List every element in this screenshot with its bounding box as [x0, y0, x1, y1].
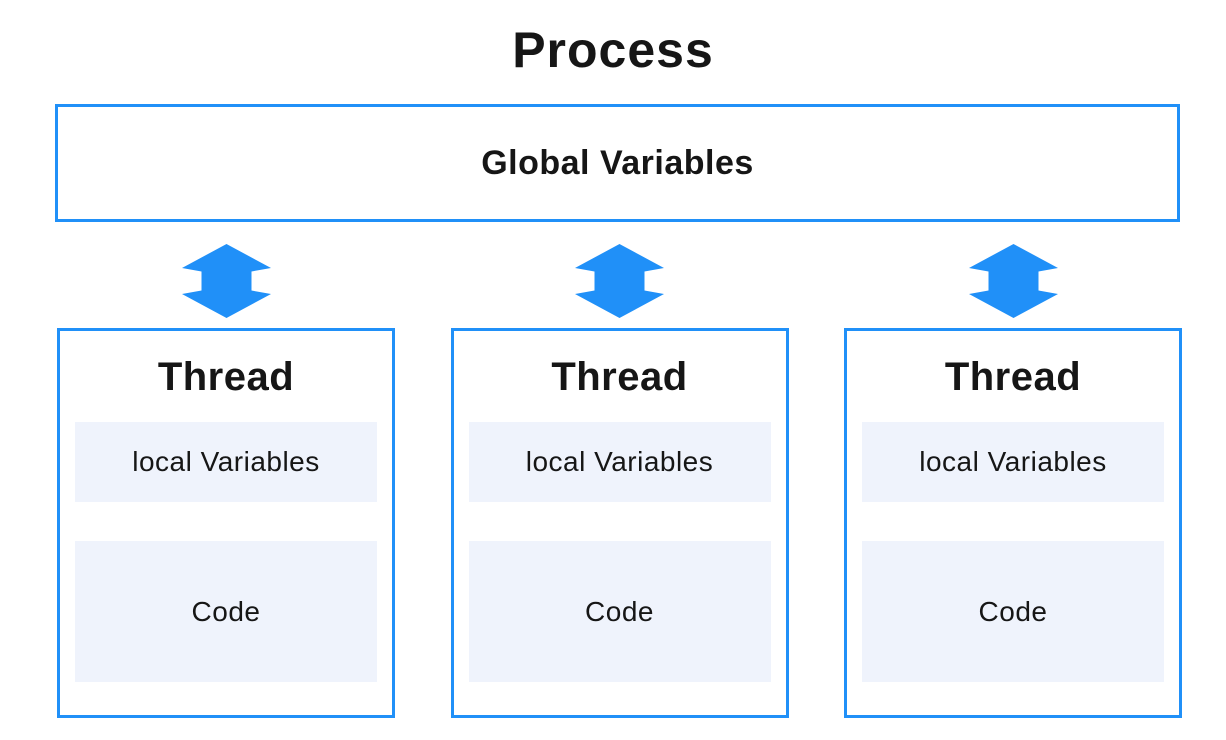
double-vertical-arrow-icon: [181, 244, 271, 318]
code-panel: Code: [468, 541, 771, 682]
code-panel: Code: [75, 541, 377, 682]
code-label: Code: [978, 595, 1048, 627]
double-vertical-arrow-icon: [575, 244, 664, 318]
thread-title: Thread: [551, 355, 688, 399]
arrow-cell: [844, 244, 1182, 318]
local-variables-panel: local Variables: [468, 422, 771, 502]
global-variables-box: Global Variables: [55, 104, 1180, 222]
code-label: Code: [585, 595, 654, 627]
thread-card: Thread local Variables Code: [57, 328, 395, 718]
threads-row: Thread local Variables Code Thread local…: [57, 328, 1182, 718]
code-panel: Code: [862, 541, 1164, 682]
page-title: Process: [512, 22, 714, 78]
arrows-row: [57, 244, 1182, 318]
double-vertical-arrow-icon: [968, 244, 1058, 318]
local-variables-panel: local Variables: [75, 422, 377, 502]
thread-title: Thread: [944, 355, 1082, 399]
arrow-cell: [451, 244, 789, 318]
local-variables-label: local Variables: [919, 446, 1107, 477]
thread-card: Thread local Variables Code: [450, 328, 789, 718]
global-variables-label: Global Variables: [481, 143, 754, 182]
arrow-cell: [57, 244, 395, 318]
code-label: Code: [191, 595, 261, 627]
process-threads-diagram: Process Global Variables Thread local Va…: [0, 20, 1226, 740]
local-variables-label: local Variables: [525, 446, 714, 477]
local-variables-label: local Variables: [132, 446, 320, 477]
thread-title: Thread: [157, 355, 295, 399]
thread-card: Thread local Variables Code: [844, 328, 1182, 718]
local-variables-panel: local Variables: [862, 422, 1164, 502]
